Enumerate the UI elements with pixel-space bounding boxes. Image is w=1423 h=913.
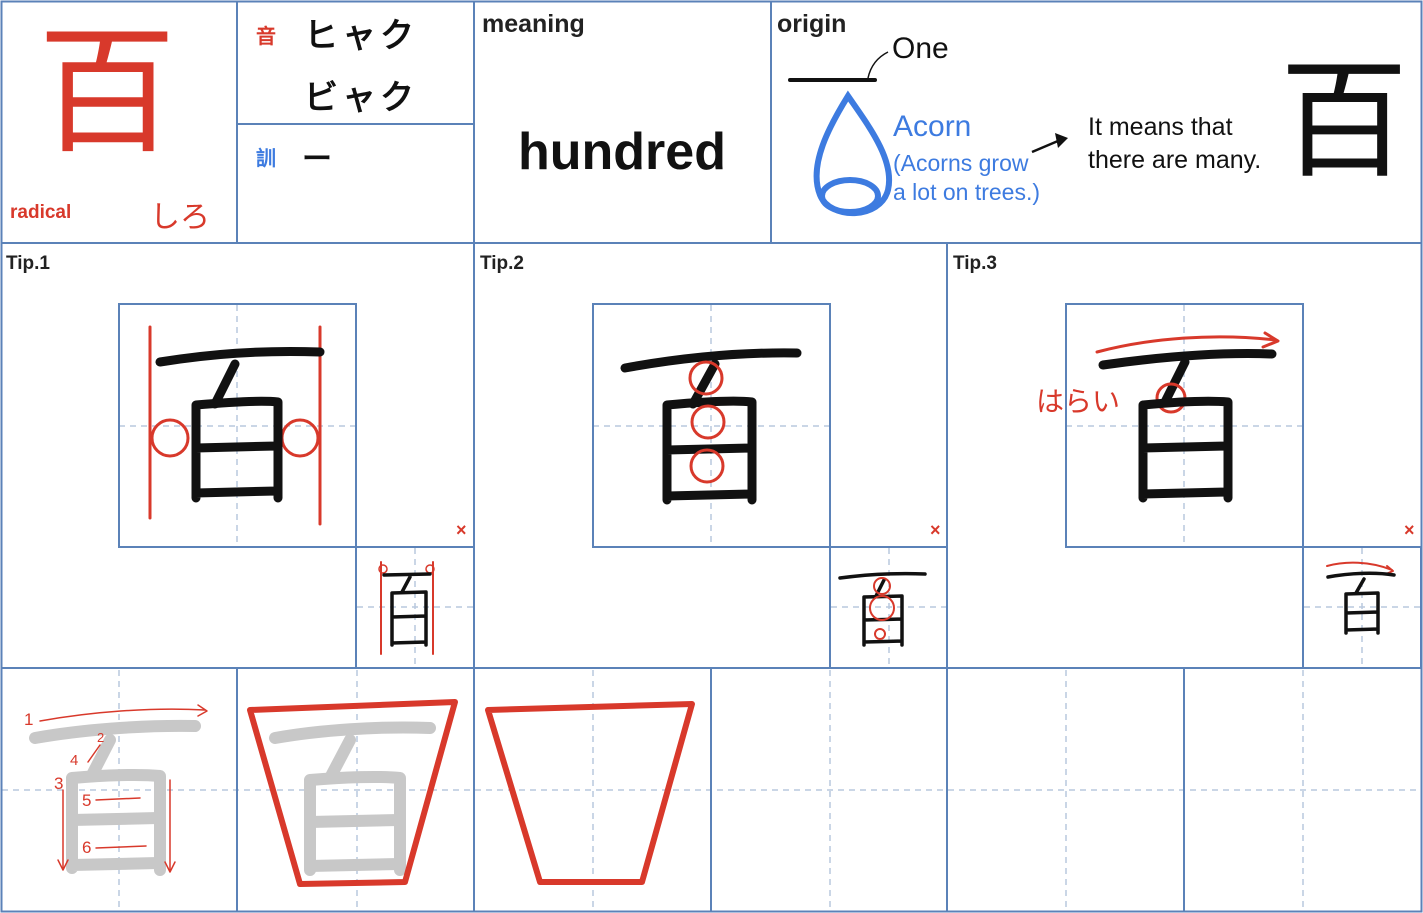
- tip1-label: Tip.1: [6, 253, 50, 274]
- meaning-label: meaning: [482, 10, 585, 38]
- origin-drawing: [788, 51, 1068, 217]
- stroke-number-2: 2: [97, 730, 105, 745]
- tip1-diagram: [148, 325, 435, 655]
- tip3-harai-note: はらい: [1036, 385, 1121, 418]
- on-reading-1: ヒャク: [304, 16, 418, 56]
- tip3-diagram: [1095, 331, 1396, 635]
- stroke-number-4: 4: [70, 752, 79, 769]
- tip1-close-mark: ×: [456, 520, 467, 540]
- radical-label: radical: [10, 202, 72, 223]
- origin-explain-1: It means that: [1088, 113, 1233, 141]
- kanji-large-red: 百: [38, 12, 177, 173]
- origin-acorn: Acorn: [893, 110, 972, 143]
- on-reading-2: ビャク: [304, 78, 418, 118]
- kun-reading-marker: 訓: [256, 146, 276, 170]
- tip3-label: Tip.3: [953, 253, 997, 274]
- origin-label: origin: [777, 10, 847, 38]
- radical-name: しろ: [150, 200, 210, 235]
- tip2-close-mark: ×: [930, 520, 941, 540]
- tip3-close-mark: ×: [1404, 520, 1415, 540]
- stroke-number-3: 3: [54, 774, 64, 793]
- kun-reading: ー: [302, 142, 332, 177]
- origin-acorn-note-2: a lot on trees.): [893, 179, 1041, 205]
- origin-one: One: [892, 32, 949, 65]
- on-reading-marker: 音: [256, 24, 276, 48]
- stroke-number-5: 5: [82, 791, 92, 810]
- origin-explain-2: there are many.: [1088, 146, 1262, 174]
- meaning-value: hundred: [518, 123, 726, 181]
- kanji-large-black: 百: [1280, 47, 1409, 196]
- tip2-diagram: [620, 348, 927, 647]
- origin-acorn-note-1: (Acorns grow: [893, 150, 1029, 176]
- tip2-label: Tip.2: [480, 253, 524, 274]
- stroke-number-6: 6: [82, 838, 92, 857]
- stroke-order-diagram: [29, 699, 695, 887]
- stroke-number-1: 1: [24, 710, 34, 729]
